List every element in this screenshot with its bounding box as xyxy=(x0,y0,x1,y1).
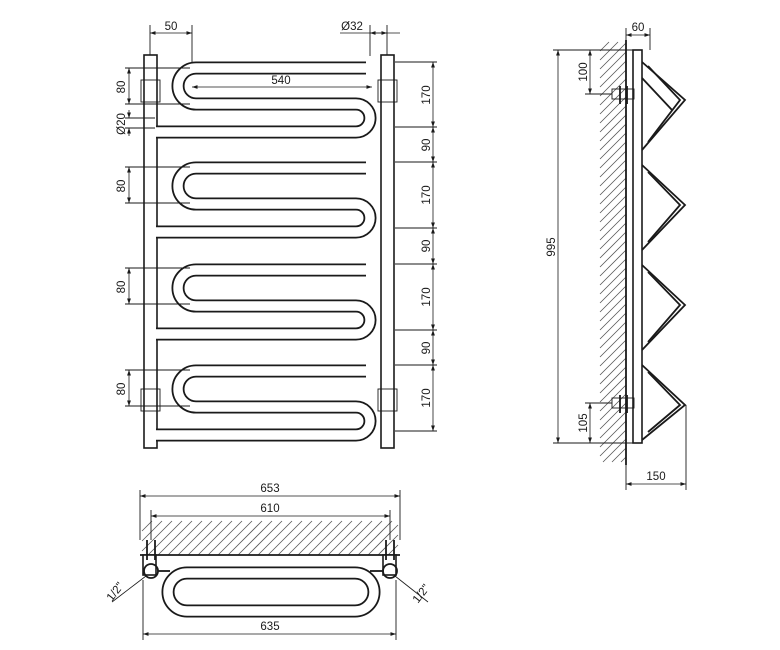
side-view: 60 995 100 105 150 xyxy=(546,22,687,490)
bottom-view: 653 610 635 1/2" 1/2" xyxy=(105,483,433,640)
dim-80-4: 80 xyxy=(116,383,128,396)
front-view: 50 Ø32 540 80 80 80 80 xyxy=(116,21,437,449)
dim-right-4: 90 xyxy=(421,240,433,253)
dim-bottom-610: 610 xyxy=(260,503,279,515)
dim-right-2: 90 xyxy=(421,139,433,152)
dim-540: 540 xyxy=(271,75,290,87)
post-brackets xyxy=(140,79,398,412)
dim-side-105: 105 xyxy=(578,413,590,432)
dim-side-150: 150 xyxy=(646,471,665,483)
left-post xyxy=(143,54,158,449)
dim-80-3: 80 xyxy=(116,281,128,294)
serpentine-1 xyxy=(156,61,377,139)
serpentine-4 xyxy=(156,364,377,442)
thread-left: 1/2" xyxy=(105,581,127,604)
dim-bottom-635: 635 xyxy=(260,621,279,633)
dim-pipe-diameter: Ø32 xyxy=(341,21,363,33)
dim-50: 50 xyxy=(165,21,178,33)
serpentine-2 xyxy=(156,161,377,239)
left-dims: 80 80 80 80 Ø20 xyxy=(116,67,190,407)
thread-right: 1/2" xyxy=(411,583,433,606)
dim-right-5: 170 xyxy=(421,287,433,306)
right-dims: 170 90 170 90 170 90 170 xyxy=(395,61,437,432)
dim-side-60: 60 xyxy=(632,22,645,34)
dim-80-1: 80 xyxy=(116,81,128,94)
dim-bottom-653: 653 xyxy=(260,483,279,495)
bottom-valves xyxy=(143,540,398,579)
side-bars xyxy=(641,61,687,441)
dim-right-3: 170 xyxy=(421,185,433,204)
right-post xyxy=(380,54,395,449)
side-valves xyxy=(611,86,635,413)
dim-right-7: 170 xyxy=(421,388,433,407)
serpentine-3 xyxy=(156,263,377,341)
dim-80-2: 80 xyxy=(116,180,128,193)
dim-bar-diameter: Ø20 xyxy=(116,113,128,135)
serpentine-pipes xyxy=(156,61,377,442)
dim-right-1: 170 xyxy=(421,85,433,104)
dim-side-100: 100 xyxy=(578,62,590,81)
side-post xyxy=(632,49,643,444)
dim-side-995: 995 xyxy=(546,237,558,256)
wall-hatch-bottom xyxy=(141,520,399,556)
dim-right-6: 90 xyxy=(421,342,433,355)
wall-hatch-side xyxy=(599,41,627,463)
